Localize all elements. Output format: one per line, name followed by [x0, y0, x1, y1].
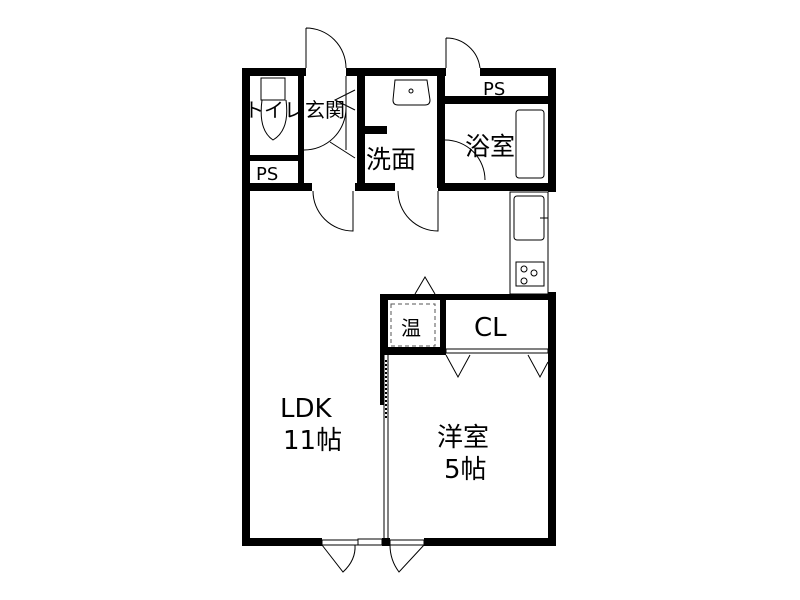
label-water-heater: 温 [401, 316, 421, 340]
label-ps-left: PS [256, 164, 278, 185]
label-ldk: LDK [280, 394, 333, 424]
label-entrance: 玄関 [305, 98, 345, 122]
label-western: 洋室 [437, 423, 489, 453]
label-bathroom: 浴室 [465, 132, 515, 161]
label-closet: CL [474, 313, 507, 343]
walls [242, 68, 556, 546]
label-ldk-size: 11帖 [283, 426, 342, 456]
label-toilet: トイレ [244, 98, 304, 122]
label-ps-top: PS [483, 79, 505, 100]
label-western-size: 5帖 [444, 455, 487, 485]
label-washroom: 洗面 [366, 145, 416, 174]
